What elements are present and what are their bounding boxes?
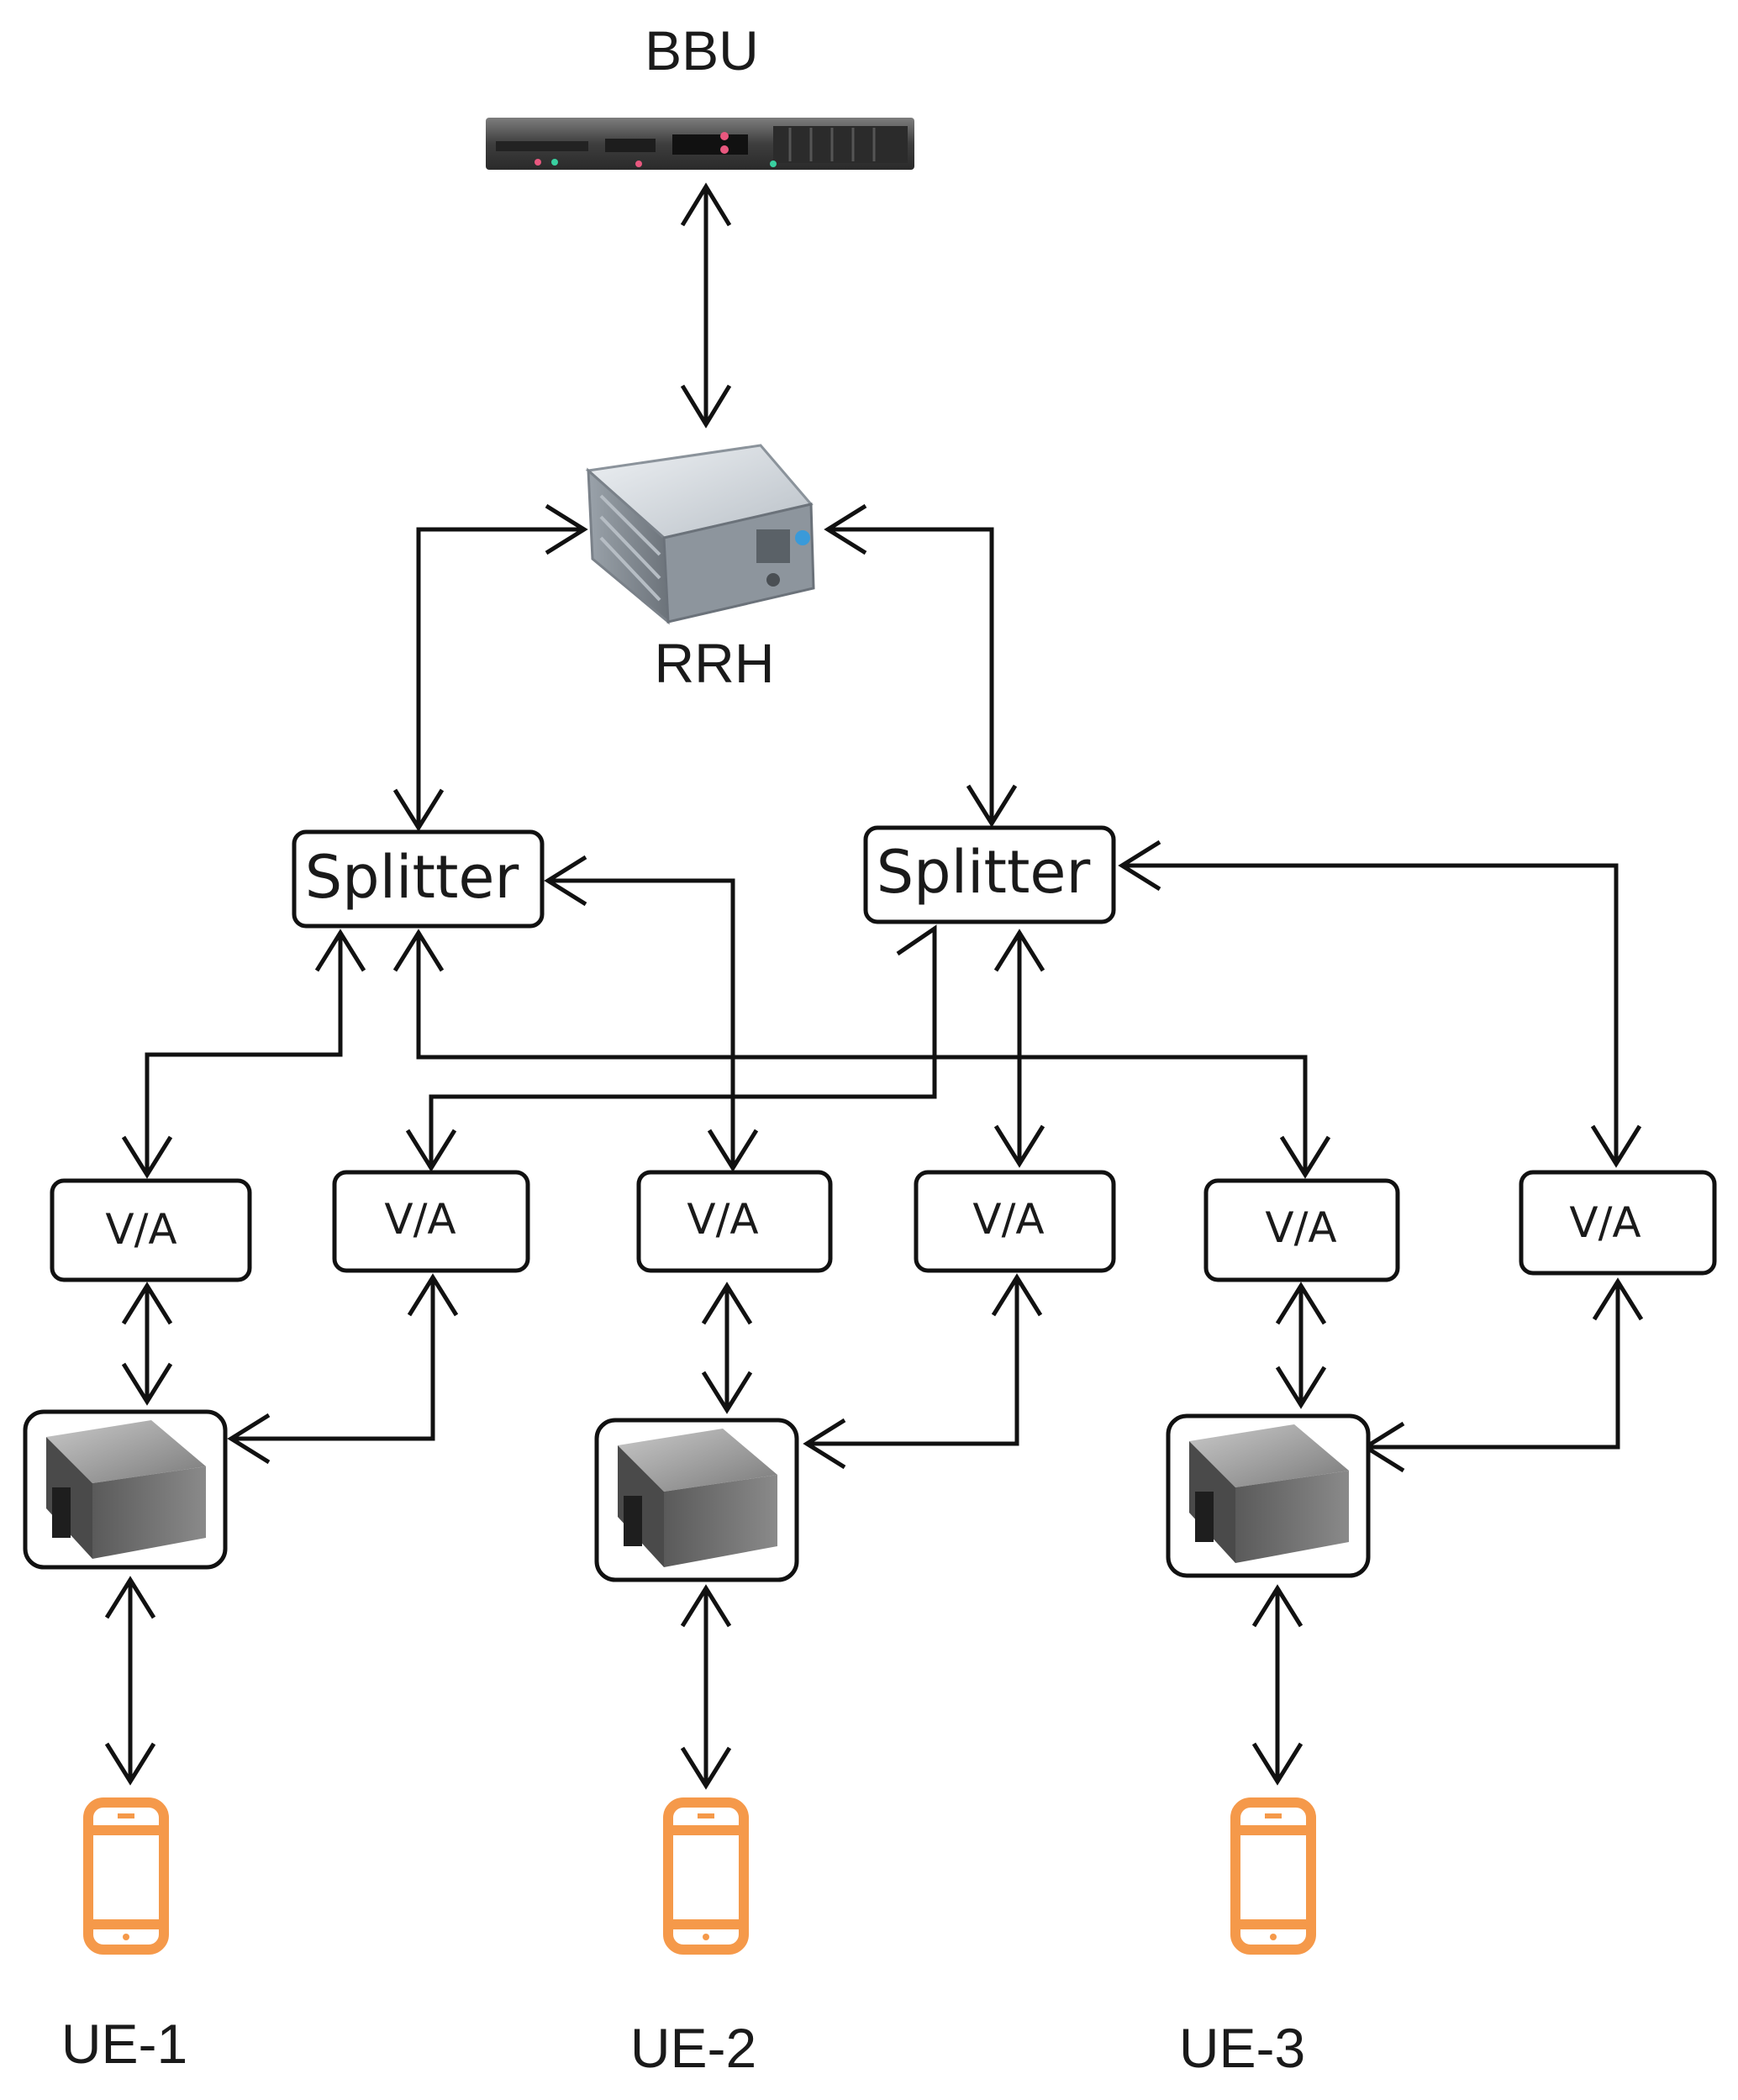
va-box-2: V/A: [332, 1170, 530, 1273]
splitter-left-va5-link: [392, 929, 1331, 1179]
network-device-1: [23, 1409, 228, 1570]
ue1-label: UE-1: [61, 2013, 187, 2075]
splitter-right-va6-link: [1118, 839, 1642, 1168]
device2-ue2-link: [680, 1584, 732, 1790]
splitter-right-label: Splitter: [877, 838, 1091, 907]
splitter-left-va1-link: [121, 929, 366, 1179]
ue3-label: UE-3: [1179, 2017, 1305, 2079]
va-box-1: V/A: [50, 1178, 252, 1282]
va-box-6: V/A: [1519, 1170, 1717, 1276]
smartphone-icon-ue3: [1230, 1797, 1316, 1955]
va1-device1-link: [121, 1282, 173, 1406]
rrh-splitter-right-link: [824, 503, 1018, 828]
va-box-5: V/A: [1203, 1178, 1400, 1282]
splitter-right: Splitter: [863, 825, 1116, 924]
rrh-label: RRH: [655, 632, 775, 694]
va-box-1-label: V/A: [105, 1205, 176, 1254]
va-box-3: V/A: [636, 1170, 833, 1273]
splitter-left-va3-link: [544, 855, 759, 1172]
va5-device3-link: [1275, 1282, 1327, 1409]
device3-ue3-link: [1251, 1584, 1304, 1786]
splitter-left-label: Splitter: [305, 843, 519, 912]
va-box-5-label: V/A: [1265, 1203, 1336, 1252]
device1-ue1-link: [104, 1576, 156, 1786]
splitter-right-va4-link: [993, 929, 1045, 1168]
network-device-2: [594, 1418, 799, 1582]
ue2-label: UE-2: [630, 2017, 756, 2079]
va-box-3-label: V/A: [687, 1195, 758, 1244]
bbu-server-icon: [486, 118, 914, 170]
va4-device2-link: [803, 1273, 1043, 1470]
va3-device2-link: [701, 1282, 753, 1414]
bbu-label: BBU: [645, 19, 759, 82]
va-box-6-label: V/A: [1569, 1198, 1641, 1247]
va-box-4: V/A: [914, 1170, 1116, 1273]
splitter-right-va2-link: [405, 924, 937, 1172]
va-box-4-label: V/A: [972, 1195, 1044, 1244]
va2-device1-link: [227, 1273, 459, 1465]
rrh-radio-head-icon: [585, 444, 815, 625]
network-device-3: [1166, 1413, 1371, 1578]
va6-device3-link: [1361, 1277, 1644, 1473]
bbu-rrh-link: [680, 182, 732, 429]
va-box-2-label: V/A: [384, 1195, 456, 1244]
splitter-left: Splitter: [292, 829, 545, 929]
smartphone-icon-ue2: [663, 1797, 749, 1955]
rrh-splitter-left-link: [392, 503, 588, 832]
smartphone-icon-ue1: [83, 1797, 169, 1955]
